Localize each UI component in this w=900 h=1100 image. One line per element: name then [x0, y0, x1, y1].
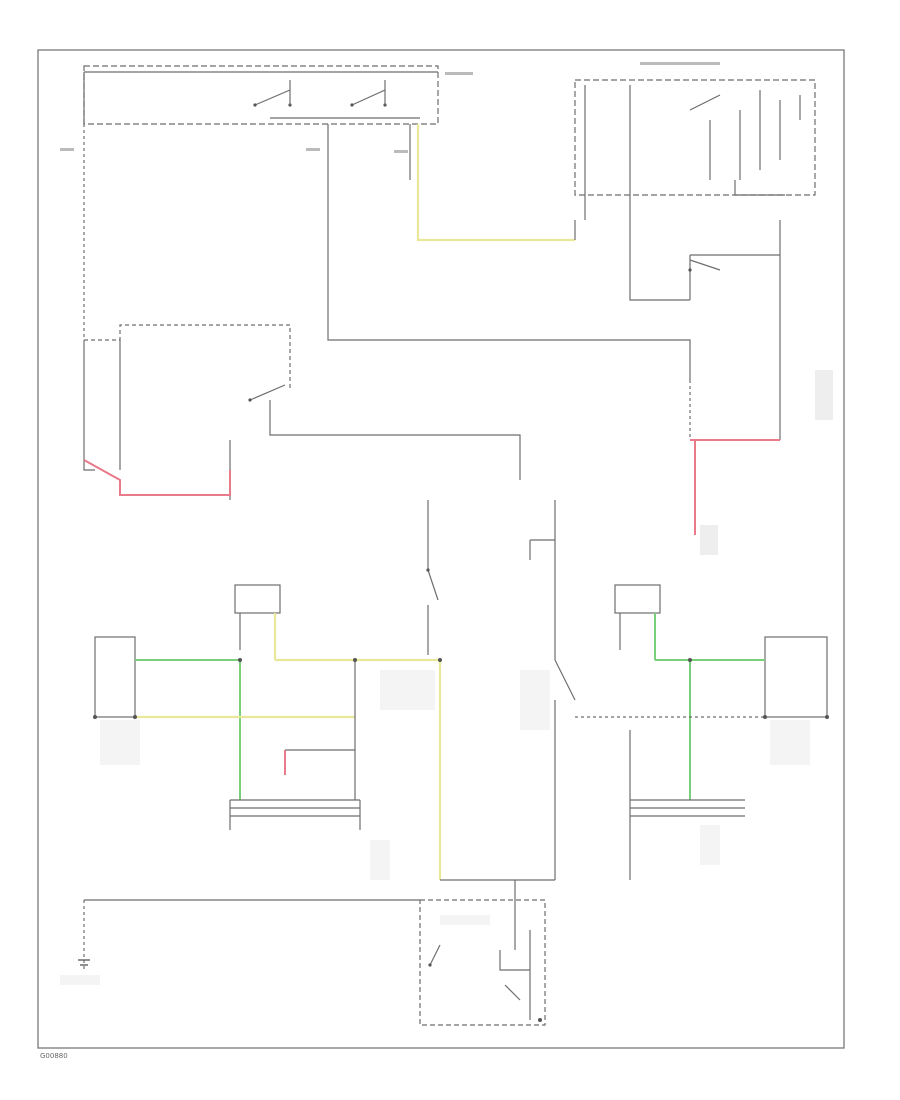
left-connector-stack — [229, 749, 361, 830]
clutch-switch — [574, 79, 816, 220]
stop-lamp-switch — [426, 500, 576, 701]
wire-red-left — [83, 459, 231, 496]
wire-ign-center — [327, 124, 691, 380]
wire-ign-right-yg — [416, 124, 575, 242]
right-cruise-module — [575, 584, 829, 880]
diagram-border — [37, 49, 845, 1049]
left-fuse-box — [83, 324, 521, 500]
left-cruise-module — [93, 584, 355, 800]
footer-code: G00880 — [40, 1052, 68, 1060]
ignition-switch — [83, 65, 439, 125]
label-marks — [60, 62, 833, 985]
battery-and-relay — [78, 880, 546, 1026]
